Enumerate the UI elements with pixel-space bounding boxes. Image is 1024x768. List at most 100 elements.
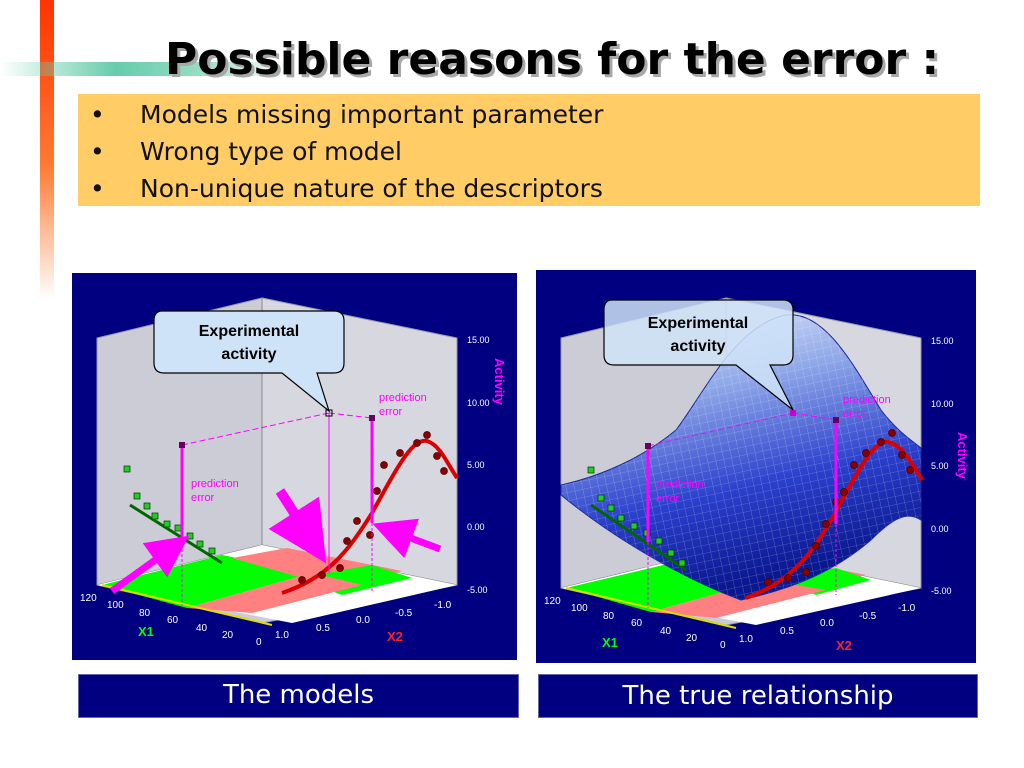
experimental-activity-callout [603,299,794,411]
data-point [163,520,171,528]
prediction-error-label: prediction [656,479,704,491]
x1-tick: 100 [107,600,124,611]
z-tick: -5.00 [467,585,488,595]
data-point [353,517,361,525]
bullet-item: • Wrong type of model [78,133,980,170]
x2-tick: 0.0 [356,615,370,626]
data-point [862,449,870,457]
z-tick: 15.00 [931,336,954,346]
prediction-error-label: error [656,493,680,505]
slide-title: Possible reasons for the error : [165,34,940,85]
x2-tick: 0.0 [820,618,834,629]
z-tick: -5.00 [931,586,952,596]
data-point [143,502,151,510]
data-point [607,504,615,512]
data-point [208,547,216,555]
x2-tick: 1.0 [739,634,753,645]
x1-tick: 0 [720,640,726,651]
x2-tick: -0.5 [859,611,877,622]
projection-line [792,412,837,421]
data-point [802,568,810,576]
callout-text: activity [221,346,276,363]
x1-tick: 80 [139,608,151,619]
data-point [343,537,351,545]
x2-tick: -1.0 [434,600,452,611]
true-relationship-plot-panel: 15.00 10.00 5.00 0.00 -5.00 Activity 120… [536,270,976,663]
linear-model-line [129,503,223,565]
prediction-error-label: error [191,492,215,504]
data-point [123,465,131,473]
models-plot-panel: 15.00 10.00 5.00 0.00 -5.00 Activity 120… [72,273,517,660]
data-point [906,466,914,474]
data-point [764,578,772,586]
x1-tick: 20 [686,633,698,644]
z-tick: 15.00 [467,335,490,345]
bullet-item: • Models missing important parameter [78,96,980,133]
z-axis-ticks: 15.00 10.00 5.00 0.00 -5.00 [931,336,954,596]
z-tick: 10.00 [467,398,490,408]
model-point-marker [179,442,185,448]
z-tick: 10.00 [931,399,954,409]
gaussian-model-curve [745,440,924,600]
data-point [336,564,344,572]
data-point [678,559,686,567]
data-point [784,574,792,582]
x1-tick: 40 [660,626,672,637]
x1-axis-label: X1 [138,624,154,639]
projection-line [328,412,373,419]
green-data-points [123,465,216,555]
callout-text: activity [670,338,725,355]
z-axis-ticks: 15.00 10.00 5.00 0.00 -5.00 [467,335,490,595]
data-point [433,452,441,460]
activity-axis-label: Activity [492,358,507,406]
activity-axis-label: Activity [955,432,970,480]
prediction-error-label: error [379,406,403,418]
data-point [888,429,896,437]
x2-tick: -1.0 [898,603,916,614]
x2-axis-ticks: 1.0 0.5 0.0 -0.5 -1.0 [275,600,452,641]
floor-pink-region [187,573,362,613]
data-point [655,537,663,545]
decorative-horizontal-bar [0,62,290,76]
model-point-marker [369,415,375,421]
bullet-text: Wrong type of model [140,137,402,166]
x1-tick: 40 [196,623,208,634]
bullet-text: Non-unique nature of the descriptors [140,174,603,203]
x1-tick: 60 [167,615,179,626]
model-point-marker [645,443,651,449]
surface-mesh [561,314,921,600]
z-tick: 0.00 [467,522,485,532]
x2-tick: 0.5 [316,623,330,634]
data-point [133,492,141,500]
data-point [380,461,388,469]
x1-tick: 20 [222,630,234,641]
model-point-marker [833,417,839,423]
x1-tick: 0 [256,637,262,648]
prediction-error-label: prediction [379,392,427,404]
x2-axis-label: X2 [836,638,852,653]
x1-tick: 80 [603,611,615,622]
data-point [174,524,182,532]
prediction-error-label: prediction [843,394,891,406]
x1-axis-ticks: 120 100 80 60 40 20 0 [80,593,262,648]
z-tick: 5.00 [467,460,485,470]
data-point [196,540,204,548]
pointer-arrow [372,518,442,559]
data-point [840,488,848,496]
z-tick: 0.00 [931,524,949,534]
prediction-error-label: error [843,408,867,420]
data-point [186,532,194,540]
floor-green-region [102,555,312,608]
data-point [822,520,830,528]
projection-line [181,412,330,446]
data-point [812,542,820,550]
data-point [298,576,306,584]
green-data-points [587,466,686,567]
bullet-marker: • [90,137,105,166]
bullet-marker: • [90,174,105,203]
experimental-point-marker [790,410,796,416]
data-point [597,494,605,502]
pointer-arrow [109,535,190,594]
true-relationship-caption: The true relationship [538,674,978,718]
data-point [423,431,431,439]
